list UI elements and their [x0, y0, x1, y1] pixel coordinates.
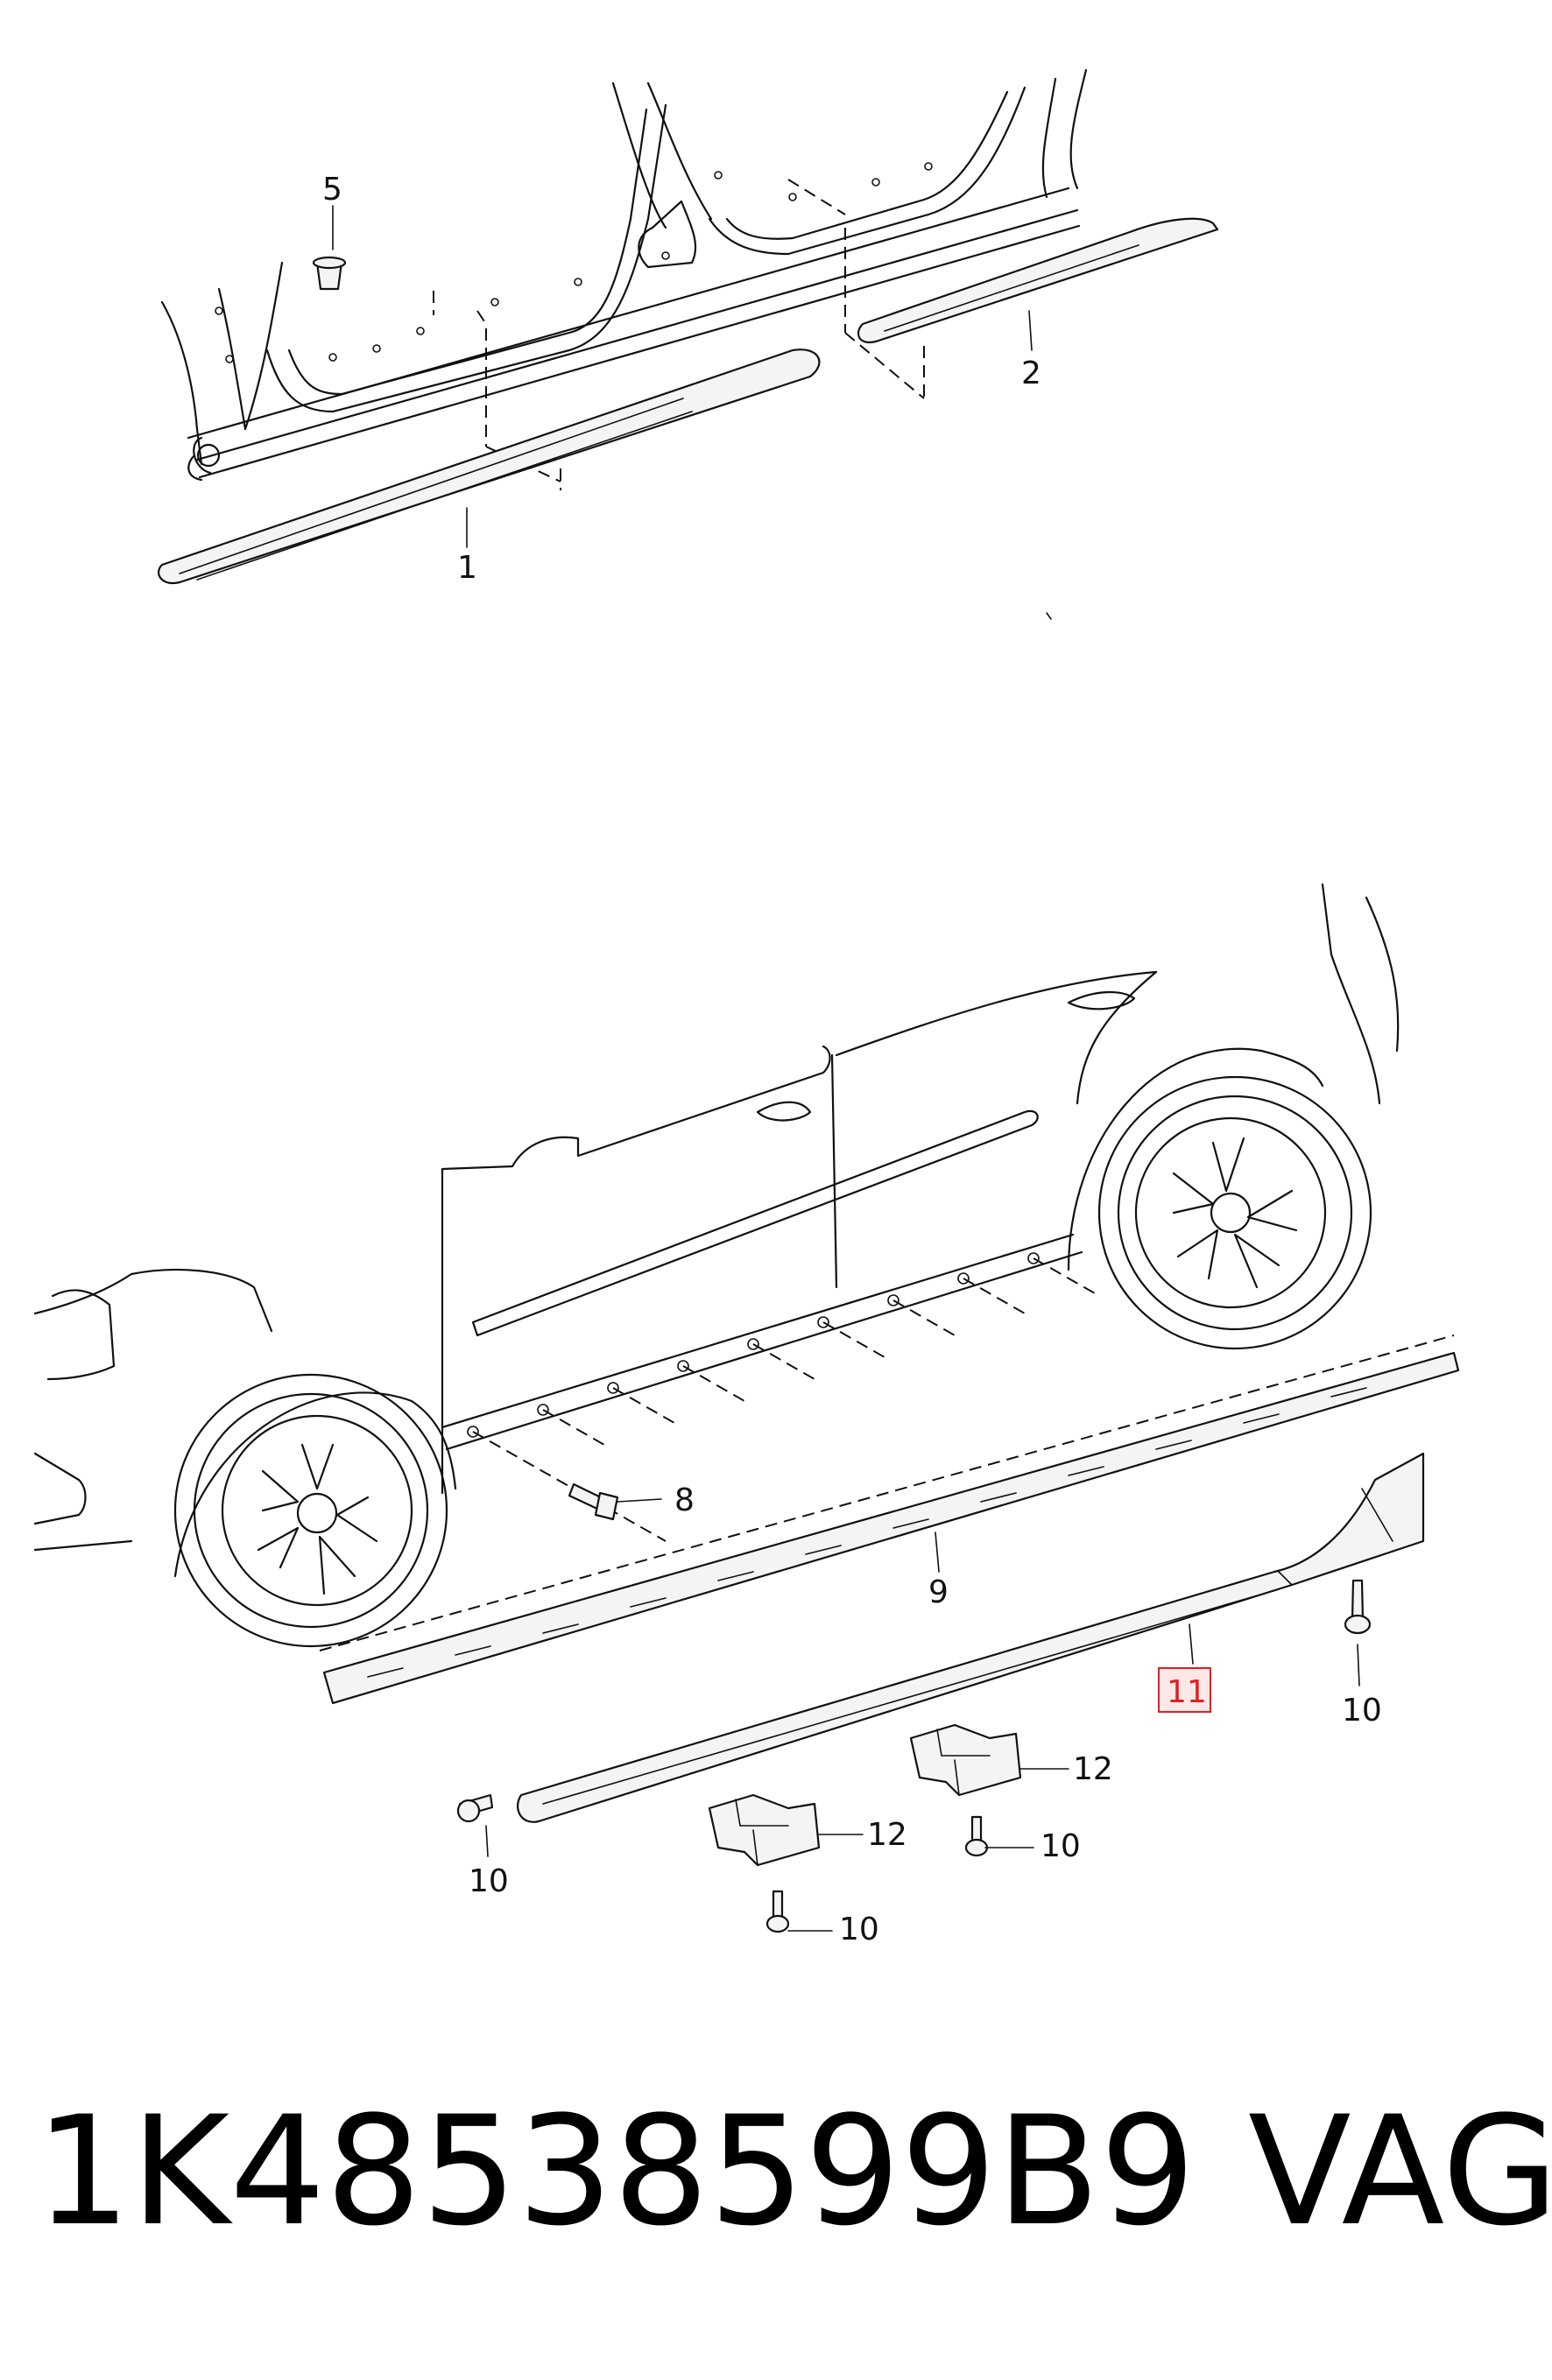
- screw-10-left: [456, 1793, 494, 1823]
- body-side-sill-illustration: [158, 68, 1219, 620]
- callout-10-right: 10: [1342, 1693, 1382, 1729]
- callout-10-mid: 10: [1041, 1828, 1081, 1864]
- callout-5: 5: [322, 172, 342, 208]
- highlight-box-11: [1158, 1667, 1211, 1713]
- callout-10-left: 10: [469, 1863, 509, 1899]
- callout-9: 9: [928, 1574, 949, 1610]
- screw-10-right: [1344, 1579, 1372, 1635]
- clip-5: [312, 256, 347, 291]
- footer: 1K48538599B9 VAG: [35, 2083, 1552, 2259]
- clip-12-upper: [909, 1723, 1022, 1797]
- mounting-rail: [322, 1351, 1460, 1705]
- callout-10-low: 10: [839, 1912, 879, 1947]
- brand-name: VAG: [1248, 2083, 1552, 2259]
- callout-12-lower: 12: [867, 1817, 907, 1853]
- vehicle-side-illustration: [33, 883, 1460, 1933]
- callout-12-upper: 12: [1073, 1751, 1113, 1787]
- callout-2: 2: [1021, 356, 1041, 391]
- sill-trim-rear: [857, 217, 1219, 344]
- part-number: 1K48538599B9: [35, 2083, 1196, 2259]
- callout-11: 11: [1167, 1674, 1207, 1710]
- screw-10-low: [765, 1890, 790, 1933]
- callout-1: 1: [457, 550, 477, 586]
- screw-10-mid: [964, 1815, 989, 1857]
- clip-12-lower: [708, 1793, 821, 1867]
- bolt-8: [568, 1482, 619, 1521]
- side-skirt: [516, 1452, 1425, 1823]
- callout-8: 8: [674, 1482, 695, 1518]
